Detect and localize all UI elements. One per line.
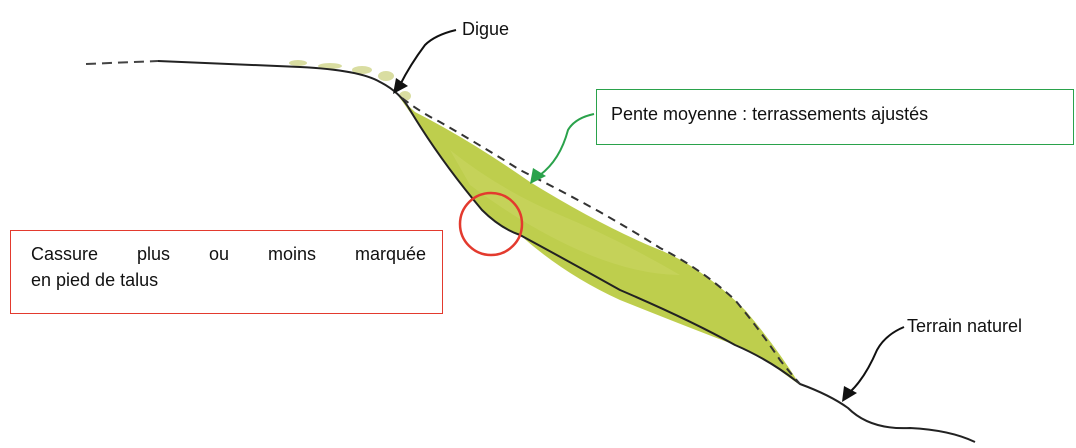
digue-arrow-line: [400, 30, 456, 85]
pente-moyenne-text: Pente moyenne : terrassements ajustés: [611, 104, 928, 124]
terrain-arrow-line: [850, 327, 904, 392]
pente-arrow-line: [540, 114, 594, 175]
terrain-naturel-label: Terrain naturel: [907, 316, 1022, 337]
pente-arrowhead: [530, 168, 546, 184]
pente-moyenne-box: Pente moyenne : terrassements ajustés: [596, 89, 1074, 145]
cassure-text-line2: en pied de talus: [31, 267, 426, 293]
cassure-box: Cassure plus ou moins marquée en pied de…: [10, 230, 443, 314]
digue-label: Digue: [462, 19, 509, 40]
crest-dashed-line: [86, 61, 158, 64]
dike-crest-texture: [289, 60, 411, 101]
cassure-text-line1: Cassure plus ou moins marquée: [31, 241, 426, 267]
